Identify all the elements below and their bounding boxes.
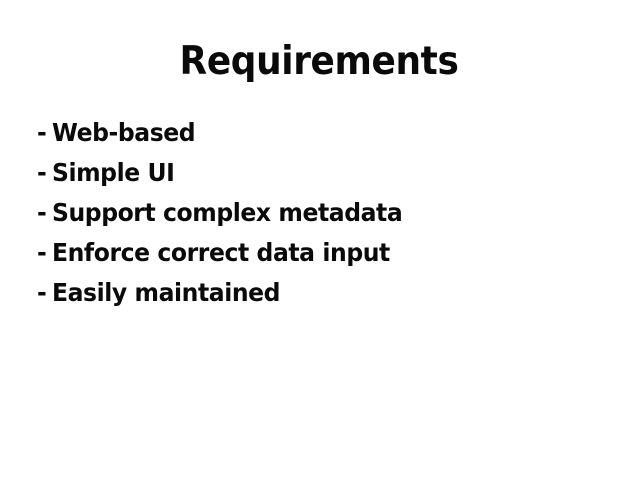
bullet-dash-icon: - [37,278,47,307]
list-item-label: Easily maintained [51,278,281,307]
list-item: -Web-based [37,113,582,153]
list-item-label: Support complex metadata [51,198,403,227]
bullet-dash-icon: - [37,158,47,187]
list-item: -Enforce correct data input [37,233,582,273]
list-item-label: Web-based [51,118,196,147]
list-item-label: Enforce correct data input [51,238,390,267]
list-item: -Simple UI [37,153,582,193]
list-item: -Support complex metadata [37,193,582,233]
list-item-label: Simple UI [51,158,175,187]
bullet-dash-icon: - [37,118,47,147]
page-title: Requirements [179,39,459,84]
list-item: -Easily maintained [37,273,582,313]
bullet-dash-icon: - [37,198,47,227]
bullet-dash-icon: - [37,238,47,267]
requirements-bullet-list: -Web-based -Simple UI -Support complex m… [37,113,617,313]
